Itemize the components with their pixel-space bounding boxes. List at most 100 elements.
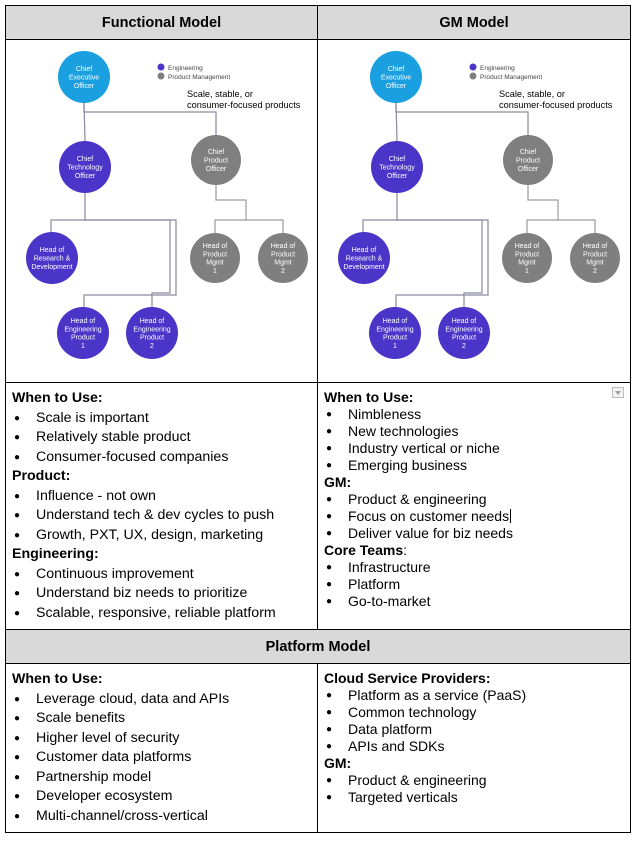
org-node-label: Product [140, 335, 164, 342]
legend-engineering-dot [469, 63, 477, 71]
connector-line [246, 219, 284, 233]
list-item: Higher level of security [12, 729, 311, 749]
list-item: Platform [324, 576, 624, 593]
connector-line [83, 102, 86, 142]
list-item: Product & engineering [324, 772, 624, 789]
list-item: Industry vertical or niche [324, 440, 624, 457]
org-node-label: Officer [74, 83, 95, 90]
org-node-label: Technology [67, 165, 103, 172]
list-item: Common technology [324, 704, 624, 721]
org-node-label: Head of [383, 318, 408, 325]
org-node-label: Product [271, 251, 295, 258]
legend-engineering-label: Engineering [168, 65, 203, 72]
list-item: Data platform [324, 721, 624, 738]
legend-engineering-label: Engineering [480, 65, 515, 72]
org-node-label: Engineering [376, 326, 413, 333]
list-item: Influence - not own [12, 487, 311, 507]
org-node-label: 2 [150, 343, 154, 350]
platform-csp-details: Cloud Service Providers: Platform as a s… [318, 664, 630, 832]
legend-product-dot [469, 72, 477, 80]
gm-model-header: GM Model [318, 6, 630, 39]
platform-model-header: Platform Model [6, 630, 630, 663]
list-item: Understand biz needs to prioritize [12, 584, 311, 604]
org-node-ceo [58, 51, 110, 103]
org-node-label: Head of [452, 318, 477, 325]
list-item: Scale is important [12, 409, 311, 429]
org-node-label: Officer [387, 173, 408, 180]
org-node-label: Product [383, 335, 407, 342]
gm-when-title: When to Use: [324, 389, 414, 405]
org-node-label: Engineering [133, 326, 170, 333]
gm-details: When to Use: Nimbleness New technologies… [318, 383, 630, 629]
org-node-label: Chief [389, 156, 405, 163]
connector-line [214, 185, 247, 233]
connector-line [526, 185, 559, 233]
gm-core-title: Core Teams [324, 542, 404, 558]
chart-annotation: consumer-focused products [499, 100, 613, 110]
org-node-label: Officer [386, 83, 407, 90]
list-item: Continuous improvement [12, 565, 311, 585]
org-node-label: Development [343, 264, 384, 271]
legend-product-label: Product Management [168, 74, 230, 81]
list-item: Product & engineering [324, 491, 624, 508]
org-node-label: Officer [75, 173, 96, 180]
list-item: Developer ecosystem [12, 787, 311, 807]
list-item: Understand tech & dev cycles to push [12, 506, 311, 526]
org-node-label: 1 [525, 268, 529, 275]
connector-line [397, 219, 483, 307]
list-item: New technologies [324, 423, 624, 440]
list-item: Relatively stable product [12, 428, 311, 448]
org-node-hpm1 [502, 233, 552, 283]
org-node-label: Head of [271, 243, 296, 250]
org-node-cto [59, 141, 111, 193]
org-node-hpm1 [190, 233, 240, 283]
org-node-hpm2 [570, 233, 620, 283]
list-item: Targeted verticals [324, 789, 624, 806]
org-node-label: Product [452, 335, 476, 342]
functional-engineering-title: Engineering: [12, 546, 99, 562]
org-node-label: Engineering [445, 326, 482, 333]
org-node-hpm2 [258, 233, 308, 283]
org-node-label: 1 [393, 343, 397, 350]
legend-product-dot [157, 72, 165, 80]
chart-annotation: Scale, stable, or [187, 89, 253, 99]
org-node-cpo [503, 135, 553, 185]
platform-when-title: When to Use: [12, 671, 103, 687]
connector-line [362, 193, 398, 232]
list-item: Deliver value for biz needs [324, 525, 624, 542]
org-node-label: Mgmt [206, 260, 224, 267]
org-node-label: Research & [346, 256, 383, 263]
org-node-label: Head of [583, 243, 608, 250]
chart-annotation: consumer-focused products [187, 100, 301, 110]
org-node-label: Head of [203, 243, 228, 250]
list-item: Go-to-market [324, 593, 624, 610]
org-node-ceo [370, 51, 422, 103]
org-node-label: 2 [462, 343, 466, 350]
org-node-label: Mgmt [274, 260, 292, 267]
org-node-label: Executive [69, 75, 99, 82]
org-node-label: Research & [34, 256, 71, 263]
connector-line [395, 219, 489, 307]
org-node-hep1 [369, 307, 421, 359]
org-node-label: Product [583, 251, 607, 258]
list-item-text: Focus on customer needs [348, 508, 510, 524]
org-node-hep2 [126, 307, 178, 359]
org-node-hep2 [438, 307, 490, 359]
list-item: Platform as a service (PaaS) [324, 687, 624, 704]
platform-when-list: Leverage cloud, data and APIs Scale bene… [12, 690, 311, 827]
connector-line [395, 102, 398, 142]
org-node-hrd [338, 232, 390, 284]
cell-dropdown-icon[interactable] [612, 387, 624, 398]
list-item: Customer data platforms [12, 748, 311, 768]
org-node-label: 2 [281, 268, 285, 275]
org-node-label: Product [203, 251, 227, 258]
org-node-label: Product [71, 335, 95, 342]
list-item: Leverage cloud, data and APIs [12, 690, 311, 710]
gm-core-colon: : [403, 542, 407, 558]
functional-when-title: When to Use: [12, 390, 103, 406]
functional-details: When to Use: Scale is important Relative… [6, 383, 318, 629]
connector-line [83, 219, 177, 307]
chart-annotation: Scale, stable, or [499, 89, 565, 99]
